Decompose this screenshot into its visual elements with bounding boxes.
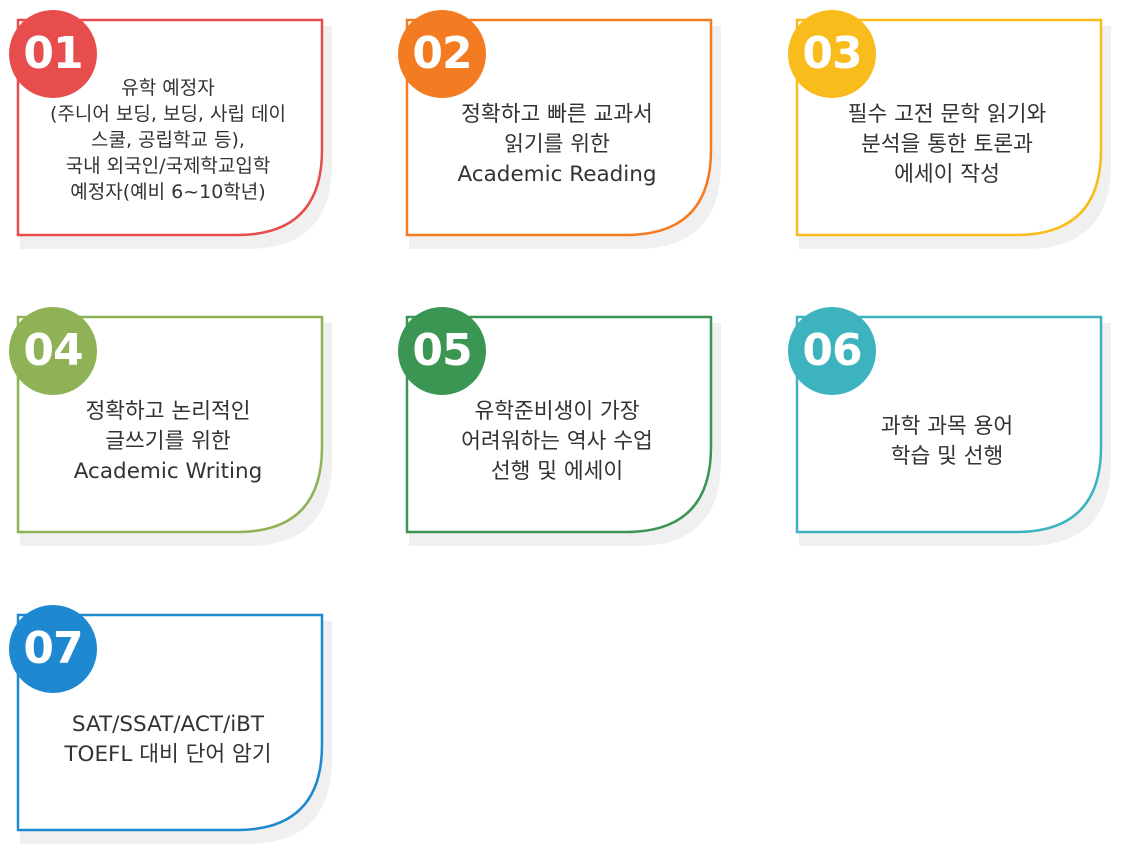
card-description: 유학 예정자 (주니어 보딩, 보딩, 사립 데이 스쿨, 공립학교 등), 국… [18, 60, 318, 220]
program-card-05: 05 유학준비생이 가장 어려워하는 역사 수업 선행 및 에세이 [397, 305, 727, 546]
card-frame [16, 18, 332, 249]
number-badge: 04 [9, 307, 97, 395]
program-card-04: 04 정확하고 논리적인 글쓰기를 위한 Academic Writing [8, 305, 338, 546]
description-line: 글쓰기를 위한 [105, 429, 231, 454]
description-line: 유학준비생이 가장 [474, 399, 640, 424]
card-frame [795, 18, 1111, 249]
description-line: 국내 외국인/국제학교입학 [65, 155, 271, 177]
card-frame [16, 613, 332, 844]
description-line: (주니어 보딩, 보딩, 사립 데이 [50, 103, 286, 125]
description-line: 선행 및 에세이 [490, 459, 624, 484]
description-line: 분석을 통한 토론과 [861, 132, 1033, 157]
card-description: 과학 과목 용어 학습 및 선행 [797, 347, 1097, 537]
card-frame [16, 315, 332, 546]
card-description: 정확하고 논리적인 글쓰기를 위한 Academic Writing [18, 347, 318, 537]
description-line: 정확하고 빠른 교과서 [461, 102, 653, 127]
card-frame [795, 315, 1111, 546]
description-line: Academic Reading [457, 162, 657, 187]
card-description: 정확하고 빠른 교과서 읽기를 위한 Academic Reading [407, 50, 707, 240]
card-frame [405, 18, 721, 249]
description-line: 과학 과목 용어 [880, 414, 1014, 439]
program-card-01: 01 유학 예정자 (주니어 보딩, 보딩, 사립 데이 스쿨, 공립학교 등)… [8, 8, 338, 249]
card-border [405, 18, 713, 237]
number-badge: 07 [9, 605, 97, 693]
card-description: SAT/SSAT/ACT/iBT TOEFL 대비 단어 암기 [18, 645, 318, 835]
description-line: 학습 및 선행 [890, 444, 1004, 469]
description-line: SAT/SSAT/ACT/iBT [71, 712, 265, 737]
description-line: 어려워하는 역사 수업 [461, 429, 653, 454]
card-border [405, 315, 713, 534]
card-border [795, 18, 1103, 237]
description-line: 에세이 작성 [894, 162, 1000, 187]
description-line: 유학 예정자 [121, 77, 215, 99]
description-line: TOEFL 대비 단어 암기 [64, 742, 272, 767]
program-card-06: 06 과학 과목 용어 학습 및 선행 [787, 305, 1117, 546]
card-description: 필수 고전 문학 읽기와 분석을 통한 토론과 에세이 작성 [797, 50, 1097, 240]
number-badge: 02 [398, 10, 486, 98]
number-badge: 05 [398, 307, 486, 395]
card-frame [405, 315, 721, 546]
card-border [16, 613, 324, 832]
card-border [16, 18, 324, 237]
card-border [795, 315, 1103, 534]
card-border [16, 315, 324, 534]
card-description: 유학준비생이 가장 어려워하는 역사 수업 선행 및 에세이 [407, 347, 707, 537]
description-line: 스쿨, 공립학교 등), [91, 129, 245, 151]
number-badge: 06 [788, 307, 876, 395]
description-line: 예정자(예비 6~10학년) [70, 181, 266, 203]
number-badge: 03 [788, 10, 876, 98]
program-card-02: 02 정확하고 빠른 교과서 읽기를 위한 Academic Reading [397, 8, 727, 249]
program-card-07: 07 SAT/SSAT/ACT/iBT TOEFL 대비 단어 암기 [8, 603, 338, 844]
description-line: 정확하고 논리적인 [85, 399, 251, 424]
number-badge: 01 [9, 10, 97, 98]
program-card-03: 03 필수 고전 문학 읽기와 분석을 통한 토론과 에세이 작성 [787, 8, 1117, 249]
description-line: 읽기를 위한 [504, 132, 610, 157]
description-line: 필수 고전 문학 읽기와 [847, 102, 1047, 127]
description-line: Academic Writing [73, 459, 263, 484]
